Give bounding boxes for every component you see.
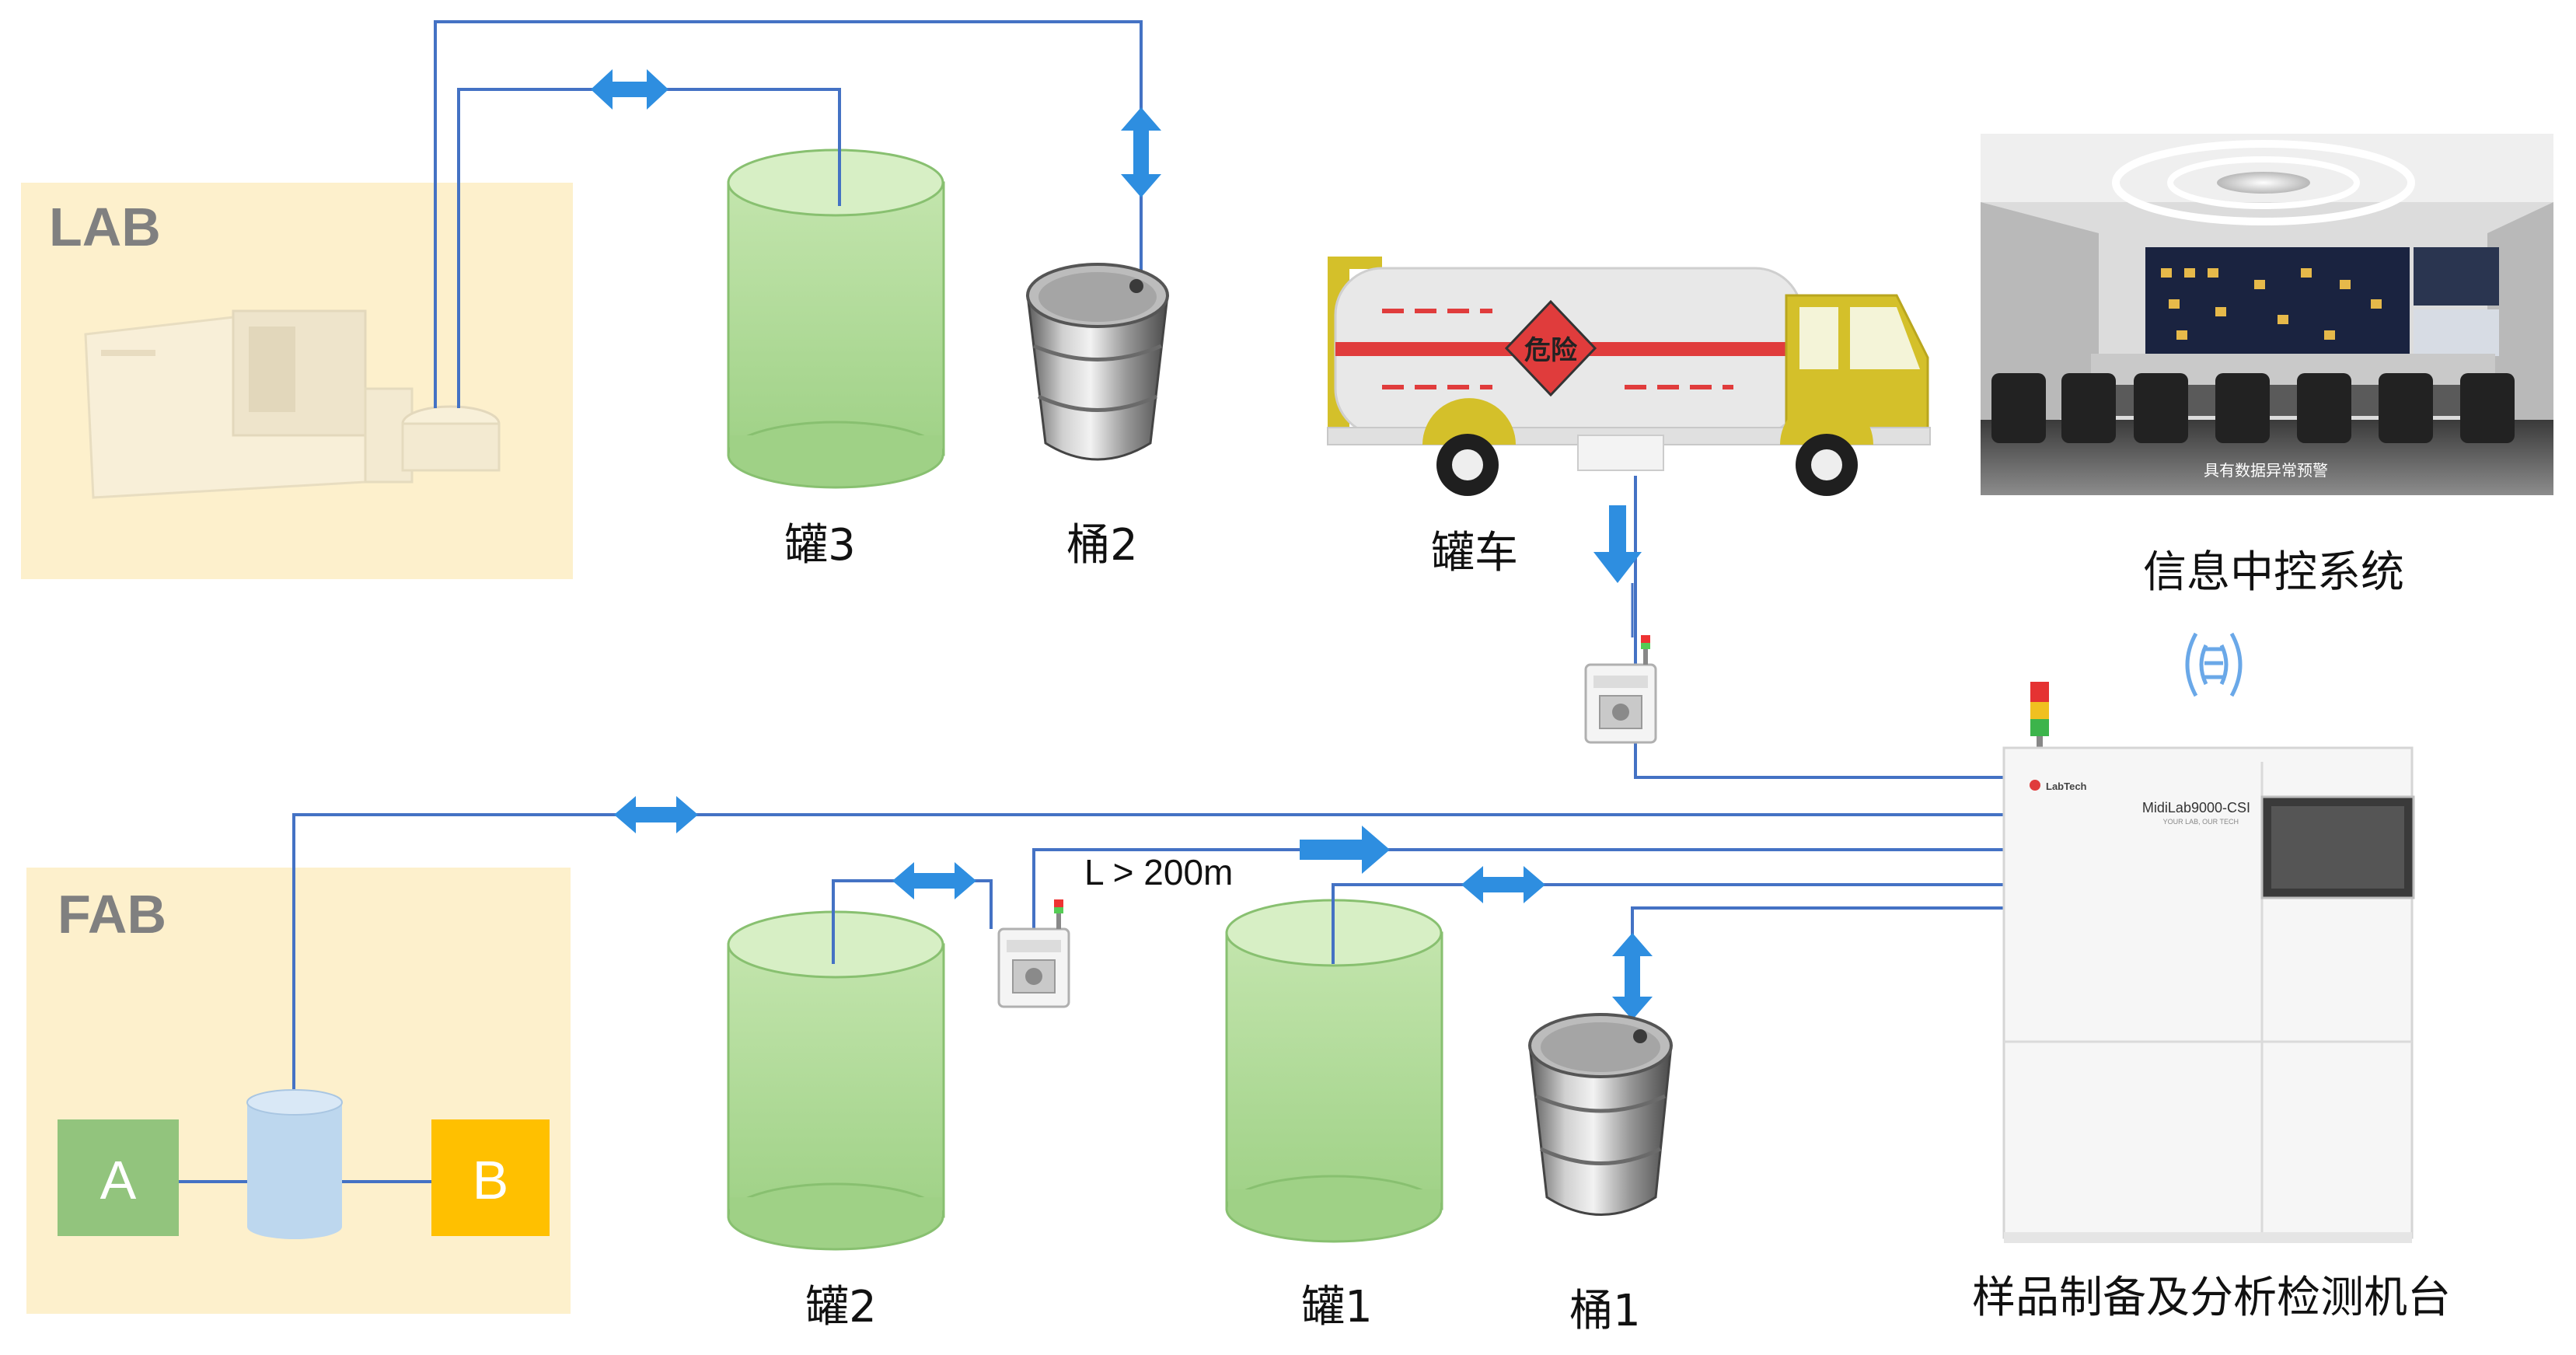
machine-slogan: YOUR LAB, OUR TECH [2163, 818, 2239, 826]
double-arrow-barrel1 [1612, 933, 1653, 1020]
tank-2 [727, 881, 945, 1251]
fab-vessel [246, 1089, 343, 1239]
right-arrow-distance [1300, 826, 1390, 874]
tank-3-label: 罐3 [784, 520, 856, 571]
wireless-signal-icon [2185, 632, 2243, 697]
control-center-image: 具有数据异常预警 [1981, 134, 2553, 495]
machine-label: 样品制备及分析检测机台 [1972, 1273, 2451, 1323]
distance-label: L > 200m [1084, 852, 1233, 892]
tanker-label: 罐车 [1431, 528, 1518, 578]
tanker-truck: 危险 [1327, 257, 1931, 496]
valve-box-upper [1584, 634, 1657, 744]
pipe-tanker-machine [1634, 476, 2013, 779]
double-arrow-fab [614, 796, 698, 833]
box-b-label: B [473, 1150, 509, 1210]
double-arrow-tank2 [892, 862, 976, 899]
pipe-valve-machine [1032, 848, 2013, 929]
double-arrow-tank1 [1461, 866, 1545, 903]
double-arrow-lab [591, 69, 668, 110]
hazard-sign: 危险 [1524, 335, 1578, 365]
tank-1 [1225, 885, 1443, 1243]
tank-2-label: 罐2 [805, 1282, 877, 1332]
flow-arrows [591, 69, 1653, 1020]
barrel-2-label: 桶2 [1066, 520, 1138, 571]
box-a-label: A [100, 1150, 137, 1210]
fab-zone-label: FAB [58, 884, 166, 945]
lab-analyzer [84, 309, 501, 499]
barrel-1 [1528, 1013, 1673, 1216]
double-arrow-barrel2 [1121, 107, 1161, 197]
box-b [431, 1119, 550, 1236]
barrel-1-label: 桶1 [1569, 1286, 1641, 1336]
machine-model: MidiLab9000-CSI [2142, 800, 2250, 815]
pipe-fab-machine [292, 813, 2013, 1095]
down-arrow-tanker [1593, 505, 1642, 583]
barrel-2 [1026, 263, 1169, 461]
pipe-barrel1-machine [1631, 906, 2013, 1046]
tank-3 [727, 89, 945, 489]
lab-zone-label: LAB [49, 197, 161, 257]
tank-1-label: 罐1 [1301, 1282, 1373, 1332]
control-caption: 具有数据异常预警 [2204, 462, 2328, 480]
machine-brand: LabTech [2046, 781, 2087, 792]
box-a [58, 1119, 179, 1236]
analysis-machine: LabTech MidiLab9000-CSI YOUR LAB, OUR TE… [2002, 682, 2415, 1243]
control-center-label: 信息中控系统 [2143, 547, 2404, 598]
